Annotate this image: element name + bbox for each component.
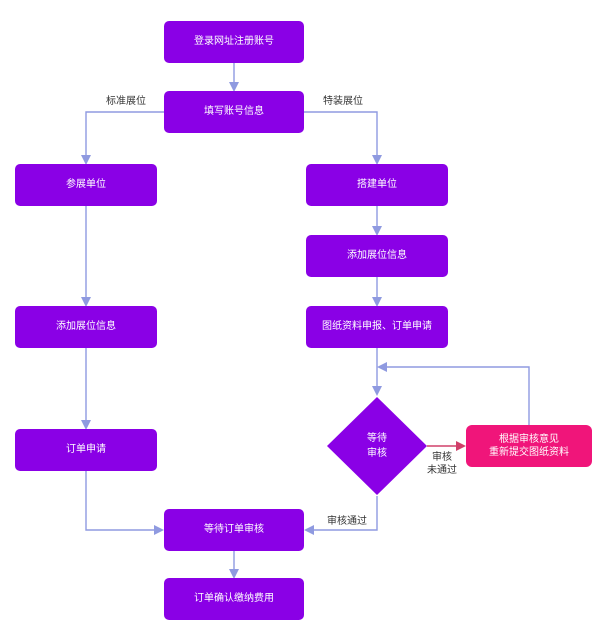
- wait-review-line1: 等待: [367, 433, 387, 444]
- resubmit-line1: 根据审核意见: [499, 433, 559, 445]
- review-fail-line2: 未通过: [427, 464, 457, 476]
- node-confirm-pay: 订单确认缴纳费用: [164, 578, 304, 620]
- arrow-order-apply-to-wait-order: [85, 470, 164, 535]
- node-add-booth-info-right: 添加展位信息: [306, 235, 448, 277]
- edge-label-review-pass: 审核通过: [327, 516, 367, 527]
- edge-label-special-booth: 特装展位: [323, 96, 363, 107]
- node-drawings-submit: 图纸资料申报、订单申请: [306, 306, 448, 348]
- node-order-apply-left: 订单申请: [15, 429, 157, 471]
- review-fail-line1: 审核: [432, 452, 452, 463]
- node-builder: 搭建单位: [306, 164, 448, 206]
- wait-review-label: 等待 审核: [347, 424, 407, 468]
- node-register-account: 登录网址注册账号: [164, 21, 304, 63]
- edge-label-review-fail: 审核 未通过: [421, 452, 463, 477]
- arrow-fill-info-to-builder: [304, 111, 382, 165]
- node-fill-account-info: 填写账号信息: [164, 91, 304, 133]
- node-resubmit-drawings: 根据审核意见 重新提交图纸资料: [466, 425, 592, 467]
- edge-label-standard-booth: 标准展位: [106, 96, 146, 107]
- arrow-fill-info-to-exhibitor: [81, 111, 164, 165]
- resubmit-line2: 重新提交图纸资料: [489, 447, 569, 458]
- node-exhibitor: 参展单位: [15, 164, 157, 206]
- arrow-resubmit-loop-back: [377, 362, 530, 425]
- wait-review-line2: 审核: [367, 448, 387, 459]
- node-add-booth-info-left: 添加展位信息: [15, 306, 157, 348]
- arrow-review-pass-to-wait-order: [304, 496, 378, 535]
- wait-review-diamond: [327, 397, 427, 495]
- node-wait-order-review: 等待订单审核: [164, 509, 304, 551]
